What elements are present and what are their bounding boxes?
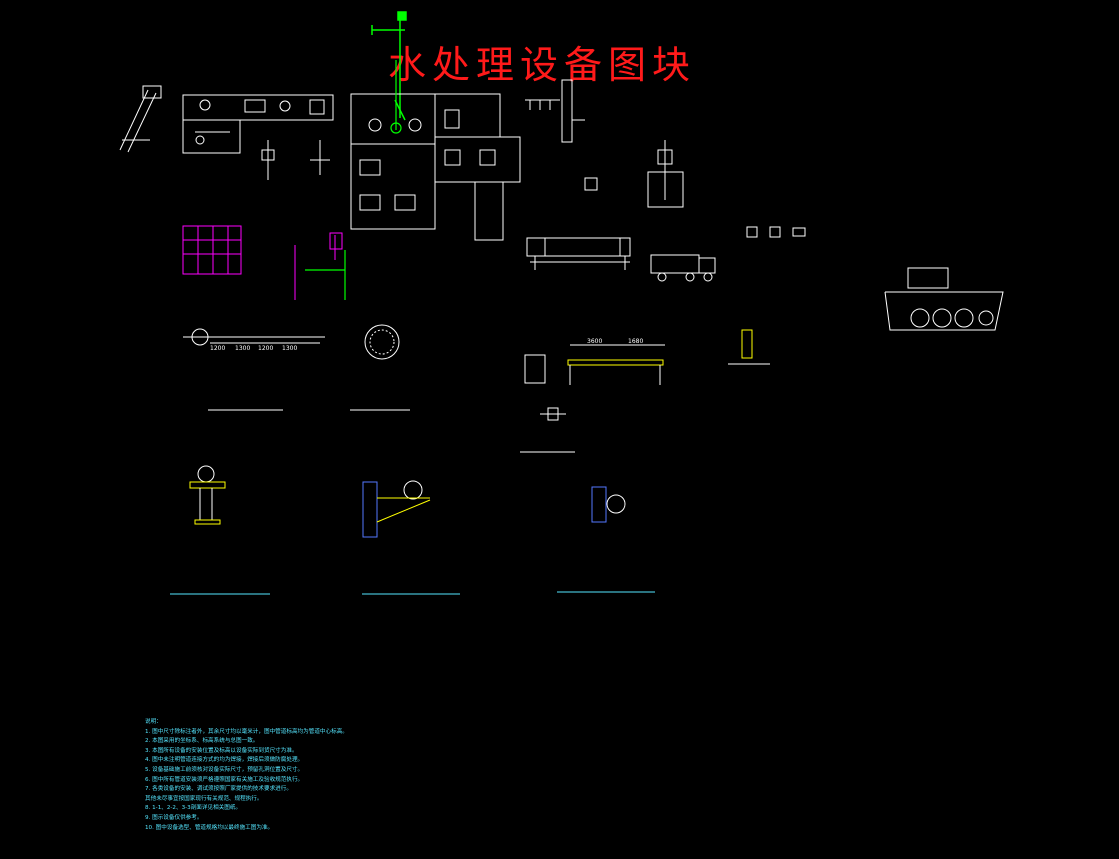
floor-support-detail <box>189 465 226 525</box>
notes-line: 2. 本图采用的坐标系、标高系统与总图一致。 <box>145 738 259 745</box>
dim-label-5: 3600 <box>587 338 602 345</box>
notes-line: 10. 图中设备选型、管道规格均以最终施工图为准。 <box>145 824 274 831</box>
dim-label-1: 1200 <box>210 345 225 352</box>
aeration-pipe-plan <box>183 328 325 346</box>
dim-label-3: 1200 <box>258 345 273 352</box>
notes-line: 说明： <box>145 719 162 725</box>
notes-line: 9. 图示设备仅供参考。 <box>145 814 203 821</box>
vertical-tank-block <box>525 79 585 143</box>
drawing-title: 水处理设备图块 <box>388 43 697 87</box>
circular-section <box>364 324 400 360</box>
notes-line: 5. 设备基础施工前须核对设备实际尺寸，预留孔洞位置及尺寸。 <box>145 766 304 773</box>
valve-detail <box>540 407 566 421</box>
hoist-block <box>371 11 407 121</box>
blower-equipment-block <box>182 94 334 154</box>
notes-line: 3. 本图所有设备的安装位置及标高以设备实际到货尺寸为准。 <box>145 747 298 754</box>
green-pipe-block <box>305 60 402 300</box>
pipe-clamp-detail <box>728 329 770 365</box>
notes-line: 6. 图中所有管道安装须严格遵照国家有关施工及验收规范执行。 <box>145 776 304 783</box>
drawing-notes: 说明： 1. 图中尺寸除标注者外，其余尺寸均以毫米计，图中管道标高均为管道中心标… <box>145 718 348 833</box>
dim-label-2: 1300 <box>235 345 250 352</box>
control-panel-block <box>182 225 242 275</box>
notes-line: 8. 1-1、2-2、3-3剖面详见相关图纸。 <box>145 805 242 812</box>
dosing-tank-block <box>584 140 684 208</box>
hanger-support-detail <box>591 486 626 523</box>
long-pipe-elevation <box>524 344 665 385</box>
notes-line: 其他未尽事宜按国家现行有关规范、规程执行。 <box>145 795 263 802</box>
agitator-block <box>261 140 330 180</box>
dump-truck-block <box>650 254 716 282</box>
dim-label-4: 1300 <box>282 345 297 352</box>
screw-conveyor-block <box>119 85 162 153</box>
notes-line: 4. 图中未注明管道连接方式的均为焊接，焊接后须做防腐处理。 <box>145 757 304 764</box>
dim-label-6: 1680 <box>628 338 643 345</box>
notes-line: 7. 各类设备的安装、调试须按照厂家提供的技术要求进行。 <box>145 786 292 793</box>
sludge-machine-block <box>884 267 1004 331</box>
wall-support-detail <box>362 480 431 538</box>
wall-pipe-block <box>294 232 343 300</box>
notes-line: 1. 图中尺寸除标注者外，其余尺寸均以毫米计，图中管道标高均为管道中心标高。 <box>145 728 348 735</box>
pump-equipment-block <box>350 93 521 241</box>
filter-press-block <box>526 237 631 270</box>
small-equipment-icons <box>746 226 806 238</box>
